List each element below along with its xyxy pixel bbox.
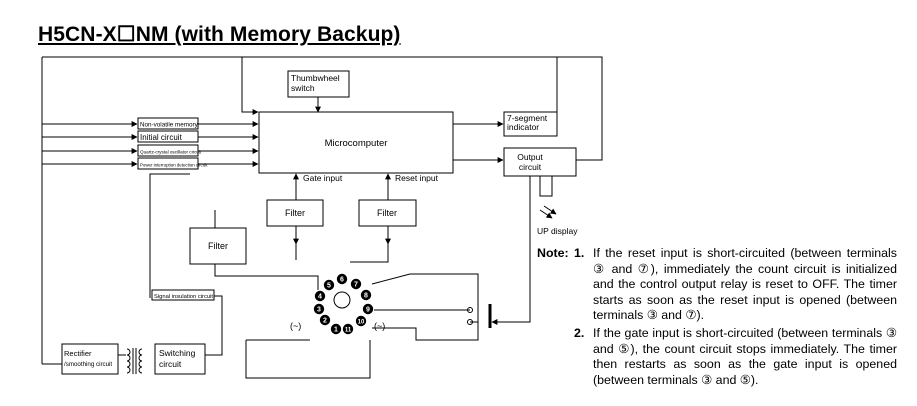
terminal-9: 9: [362, 303, 374, 315]
svg-text:Output: Output: [517, 152, 543, 162]
svg-text:indicator: indicator: [507, 122, 539, 132]
note-2-number: 2.: [574, 325, 585, 340]
note-2-text: If the gate input is short-circuited (be…: [593, 325, 897, 387]
microcomputer-block: Microcomputer: [258, 111, 454, 174]
svg-text:Microcomputer: Microcomputer: [325, 138, 388, 149]
terminal-6: 6: [336, 273, 348, 285]
rectifier-block: Rectifier /smoothing circuit: [61, 343, 119, 375]
svg-text:circuit: circuit: [159, 359, 182, 369]
ac-right-label: (~): [374, 321, 385, 331]
reset-input-label: Reset input: [395, 173, 439, 183]
terminal-5: 5: [323, 279, 335, 291]
note-1: Note: 1. If the reset input is short-cir…: [537, 246, 897, 324]
terminal-10: 10: [355, 315, 367, 327]
filter-gate-block: Filter: [266, 199, 324, 227]
note-1-number: 1.: [574, 246, 585, 260]
svg-text:6: 6: [340, 277, 344, 284]
svg-text:10: 10: [358, 320, 365, 326]
terminal-3: 3: [313, 303, 325, 315]
svg-text:5: 5: [327, 283, 331, 290]
svg-text:switch: switch: [291, 83, 315, 93]
svg-text:Rectifier: Rectifier: [64, 349, 92, 358]
switching-circuit-block: Switching circuit: [154, 343, 206, 375]
svg-text:Filter: Filter: [208, 241, 228, 251]
socket-key: [333, 291, 351, 309]
gate-input-label: Gate input: [303, 173, 343, 183]
svg-text:Switching: Switching: [159, 348, 196, 358]
svg-text:8: 8: [364, 293, 368, 300]
svg-text:Filter: Filter: [285, 208, 305, 218]
svg-text:7: 7: [354, 282, 358, 289]
transformer-symbol: [126, 348, 143, 374]
svg-text:Filter: Filter: [377, 208, 397, 218]
filter-left-block: Filter: [189, 227, 247, 265]
svg-text:/smoothing circuit: /smoothing circuit: [64, 361, 112, 368]
terminal-4: 4: [314, 290, 326, 302]
seven-segment-indicator-block: 7-segment indicator: [503, 111, 558, 137]
thumbwheel-switch-block: Thumbwheel switch: [287, 70, 350, 98]
side-circuit-oscillator: Quartz-crystal oscillator circuit: [140, 150, 202, 155]
filter-reset-block: Filter: [358, 199, 417, 227]
output-circuit-block: Output circuit: [503, 147, 577, 177]
side-circuit-power-detect: Power interruption detection circuit: [140, 163, 208, 168]
svg-text:Thumbwheel: Thumbwheel: [291, 73, 340, 83]
svg-text:11: 11: [345, 328, 352, 334]
svg-text:1: 1: [334, 327, 338, 334]
side-circuits: Non-volatile memory Initial circuit Quar…: [137, 117, 208, 170]
terminal-11: 11: [342, 323, 354, 335]
svg-text:circuit: circuit: [519, 162, 542, 172]
svg-text:7-segment: 7-segment: [507, 113, 548, 123]
terminal-8: 8: [360, 289, 372, 301]
page-title: H5CN-X☐NM (with Memory Backup): [38, 23, 401, 46]
notes-section: Note: 1. If the reset input is short-cir…: [537, 246, 897, 388]
up-display-label: UP display: [537, 226, 578, 236]
connection-lines: [41, 56, 603, 379]
note-2: 2. If the gate input is short-circuited …: [537, 326, 897, 388]
note-label: Note:: [537, 246, 569, 260]
terminal-2: 2: [319, 314, 331, 326]
relay-contacts: [467, 304, 492, 328]
side-circuit-initial: Initial circuit: [140, 133, 183, 142]
terminal-7: 7: [350, 278, 362, 290]
ac-left-label: (~): [290, 321, 301, 331]
signal-insulation-block: Signal insulation circuit: [151, 289, 215, 301]
svg-text:9: 9: [366, 307, 370, 314]
note-1-text: If the reset input is short-circuited (b…: [593, 246, 897, 323]
svg-text:4: 4: [318, 294, 322, 301]
svg-text:3: 3: [317, 307, 321, 314]
terminal-1: 1: [330, 323, 342, 335]
side-circuit-non-volatile-memory: Non-volatile memory: [140, 122, 199, 129]
svg-text:2: 2: [323, 318, 327, 325]
svg-text:Signal insulation circuit: Signal insulation circuit: [154, 294, 213, 300]
